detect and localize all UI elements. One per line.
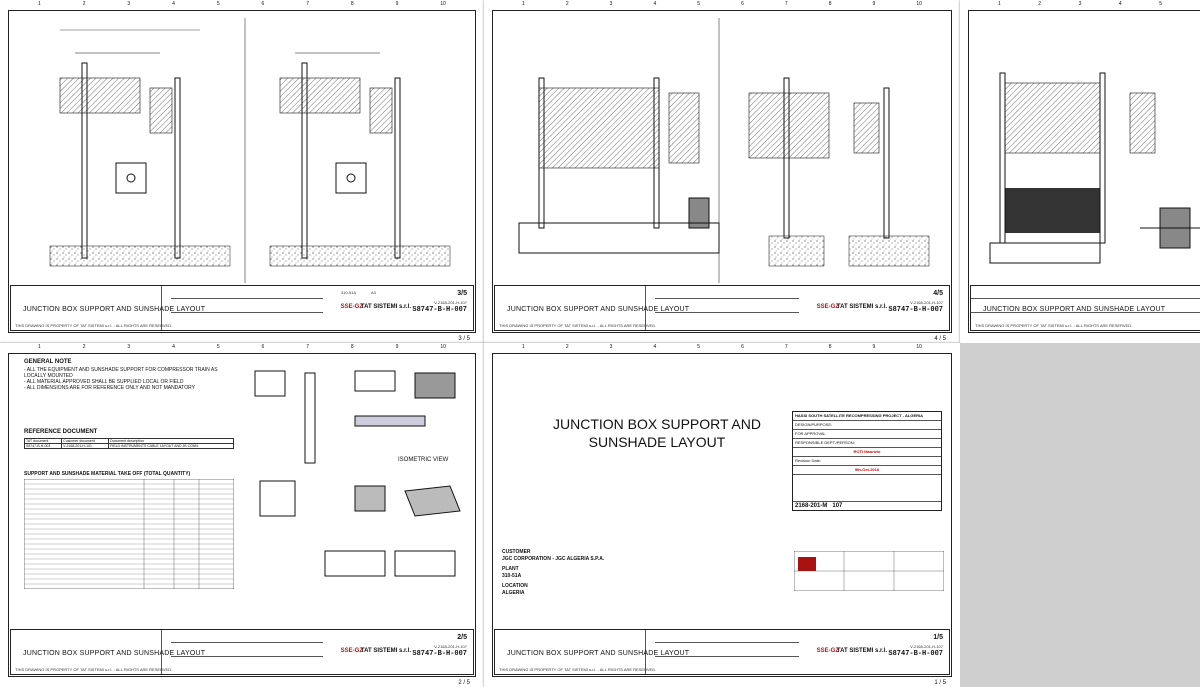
copyright-note: THIS DRAWING IS PROPERTY OF TAT SISTEMI …: [499, 323, 657, 328]
note-line: - ALL DIMENSIONS ARE FOR REFERENCE ONLY …: [24, 385, 195, 391]
drawing-title: JUNCTION BOX SUPPORT AND SUNSHADE LAYOUT: [507, 650, 690, 657]
plant-code: 310-51A: [341, 290, 357, 295]
title-block: JUNCTION BOX SUPPORT AND SUNSHADE LAYOUT…: [494, 629, 950, 675]
page-number: 3 / 5: [458, 336, 470, 342]
reference-doc-heading: REFERENCE DOCUMENT: [24, 429, 98, 435]
drawing-title: JUNCTION BOX SUPPORT AND SUNSHADE LAYOUT: [23, 650, 206, 657]
detail-parts-drawing: [254, 370, 461, 577]
project-code: V-2168-201-H-107: [434, 300, 467, 305]
copyright-note: THIS DRAWING IS PROPERTY OF TAT SISTEMI …: [15, 667, 173, 672]
cover-title-line: JUNCTION BOX SUPPORT AND: [553, 416, 761, 432]
contractor-name: TAT SISTEMI s.r.l.: [836, 304, 887, 310]
title-block: JUNCTION BOX SUPPORT AND SUNSHADE LAYOUT…: [494, 285, 950, 331]
client-logo: SSE-GZ: [816, 304, 839, 310]
page-number: 1 / 5: [934, 680, 946, 686]
cover-title: JUNCTION BOX SUPPORT AND SUNSHADE LAYOUT: [532, 415, 782, 451]
paper-format: A3: [371, 290, 376, 295]
sheet-number: 1/5: [933, 634, 943, 641]
sheet-border: [492, 10, 952, 333]
note-line: - ALL THE EQUIPMENT AND SUNSHADE SUPPORT…: [24, 367, 218, 379]
cover-title-line: SUNSHADE LAYOUT: [588, 434, 726, 450]
empty-canvas-area: [960, 343, 1200, 687]
title-block: JUNCTION BOX SUPPORT AND SUNSHADE LAYOUT…: [970, 285, 1200, 331]
page-number: 4 / 5: [934, 336, 946, 342]
revision-date: 5th-Oct-2016: [793, 466, 941, 475]
distribution-box: HASSI SOUTH SATELLITE RECOMPRESSING PROJ…: [792, 411, 942, 511]
title-block: JUNCTION BOX SUPPORT AND SUNSHADE LAYOUT…: [10, 285, 474, 331]
junction-box-detail-drawing: [989, 72, 1200, 264]
document-number: S8747-B-H-007: [412, 650, 467, 658]
document-number: S8747-B-H-007: [888, 650, 943, 658]
project-code: V-2168-201-H-107: [910, 300, 943, 305]
copyright-note: THIS DRAWING IS PROPERTY OF TAT SISTEMI …: [975, 323, 1133, 328]
sheet-border: [968, 10, 1200, 333]
cover-project-info: CUSTOMER JGC CORPORATION - JGC ALGERIA S…: [502, 549, 605, 596]
sheet-number: 3/5: [457, 290, 467, 297]
project-code: V-2168-201-H-107: [434, 644, 467, 649]
isometric-view-label: ISOMETRIC VIEW: [398, 457, 449, 463]
support-elevation-drawing: [49, 18, 451, 283]
client-logo: SSE-GZ: [340, 304, 363, 310]
document-number: S8747-B-H-007: [888, 306, 943, 314]
cover-doc-number: 2168-201-M: [795, 503, 828, 509]
contractor-name: TAT SISTEMI s.r.l.: [360, 304, 411, 310]
client-logo: SSE-GZ: [340, 648, 363, 654]
contractor-name: TAT SISTEMI s.r.l.: [360, 648, 411, 654]
copyright-note: THIS DRAWING IS PROPERTY OF TAT SISTEMI …: [499, 667, 657, 672]
drawing-title: JUNCTION BOX SUPPORT AND SUNSHADE LAYOUT: [983, 306, 1166, 313]
responsible-person: ROTI Maurizio: [793, 448, 941, 457]
general-notes: GENERAL NOTE - ALL THE EQUIPMENT AND SUN…: [24, 359, 234, 391]
page-number: 2 / 5: [458, 680, 470, 686]
sheet-border: [492, 353, 952, 677]
contractor-name: TAT SISTEMI s.r.l.: [836, 648, 887, 654]
cover-revision: 107: [832, 503, 843, 509]
sheet-border: [8, 353, 476, 677]
note-line: - ALL MATERIAL APPROVED SHALL BE SUPPLIE…: [24, 379, 184, 385]
general-note-heading: GENERAL NOTE: [24, 359, 72, 365]
drawing-title: JUNCTION BOX SUPPORT AND SUNSHADE LAYOUT: [507, 306, 690, 313]
material-takeoff-heading: SUPPORT AND SUNSHADE MATERIAL TAKE OFF (…: [24, 471, 191, 477]
sunshade-elevation-drawing: [518, 18, 930, 283]
sheet-number: 2/5: [457, 634, 467, 641]
document-number: S8747-B-H-007: [412, 306, 467, 314]
project-code: V-2168-201-H-107: [910, 644, 943, 649]
copyright-note: THIS DRAWING IS PROPERTY OF TAT SISTEMI …: [15, 323, 173, 328]
drawing-title: JUNCTION BOX SUPPORT AND SUNSHADE LAYOUT: [23, 306, 206, 313]
material-takeoff-table: [24, 479, 234, 589]
sheet-number: 4/5: [933, 290, 943, 297]
title-block: JUNCTION BOX SUPPORT AND SUNSHADE LAYOUT…: [10, 629, 474, 675]
approval-table: [794, 551, 944, 591]
sheet-border: [8, 10, 476, 333]
client-logo: SSE-GZ: [816, 648, 839, 654]
